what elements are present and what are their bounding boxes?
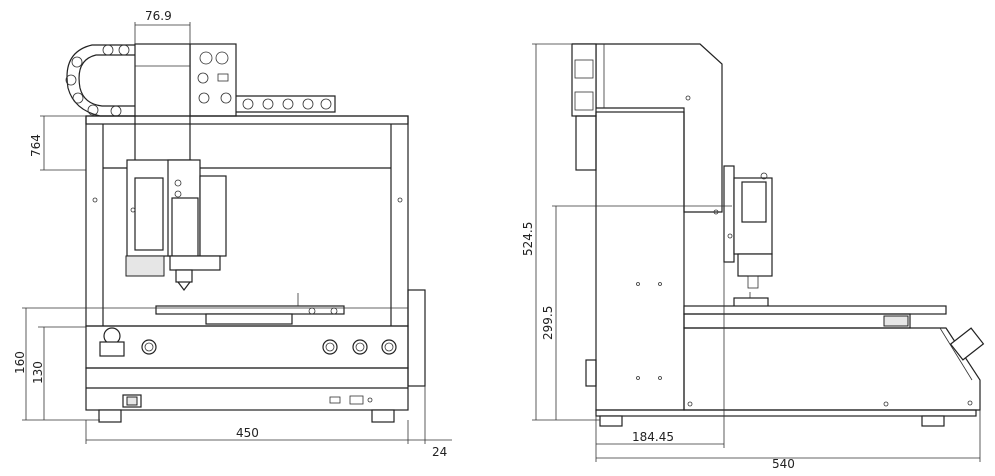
side-gantry — [572, 43, 723, 213]
side-base — [683, 327, 981, 411]
dispensing-head — [125, 159, 227, 291]
front-dimensions: 76.9 764 160 130 450 24 — [13, 9, 452, 459]
work-table — [155, 305, 345, 315]
dim-front-height-base: 130 — [31, 361, 45, 384]
dim-front-right-offset: 24 — [432, 445, 447, 459]
dim-side-height-mid: 299.5 — [541, 306, 555, 340]
dim-front-left-side: 764 — [29, 134, 43, 157]
dim-side-depth-column: 184.45 — [632, 430, 674, 444]
dim-front-height-total: 160 — [13, 351, 27, 374]
control-box — [189, 43, 237, 117]
side-work-table — [683, 305, 947, 315]
side-dimensions: 524.5 299.5 184.45 540 — [521, 43, 981, 471]
dim-front-width-bottom: 450 — [236, 426, 259, 440]
front-button-icon — [141, 339, 157, 355]
dim-side-depth-total: 540 — [772, 457, 795, 471]
dim-side-height-total: 524.5 — [521, 222, 535, 256]
z-column — [134, 43, 191, 165]
front-view — [65, 43, 426, 423]
dim-front-top-width: 76.9 — [145, 9, 172, 23]
side-view — [571, 43, 985, 427]
